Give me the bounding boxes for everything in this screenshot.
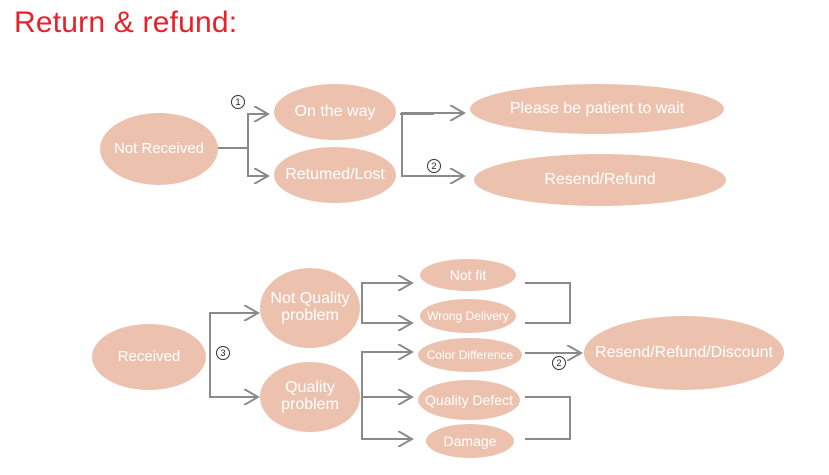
- node-not-quality-problem-label: Not Quality problem: [270, 290, 350, 324]
- connector-quality-color: [361, 352, 412, 397]
- connector-received-quality: [209, 356, 258, 397]
- node-not-fit-label: Not fit: [449, 266, 487, 283]
- step-marker-3: 3: [216, 346, 230, 360]
- node-not-fit: Not fit: [420, 259, 516, 291]
- node-returned-lost-label: Retumed/Lost: [285, 165, 385, 183]
- connector-bracket-right: [401, 114, 464, 176]
- node-resend-refund-label: Resend/Refund: [544, 170, 656, 188]
- node-resend-refund: Resend/Refund: [474, 154, 726, 206]
- connector-notfit-right: [525, 282, 571, 324]
- node-resend-refund-discount: Resend/Refund/Discount: [584, 316, 784, 390]
- connector-notreceived-returned: [247, 148, 268, 176]
- node-color-difference-label: Color Difference: [426, 347, 514, 362]
- connector-quality-damage: [361, 397, 412, 439]
- node-damage: Damage: [426, 424, 514, 458]
- step-marker-1: 1: [231, 95, 245, 109]
- node-received: Received: [92, 324, 206, 390]
- node-wrong-delivery-label: Wrong Delivery: [427, 308, 509, 323]
- node-wrong-delivery: Wrong Delivery: [420, 299, 516, 333]
- node-color-difference: Color Difference: [418, 338, 522, 372]
- step-marker-2-top: 2: [427, 159, 441, 173]
- node-quality-defect-label: Quality Defect: [425, 391, 513, 408]
- node-returned-lost: Retumed/Lost: [274, 147, 396, 203]
- node-received-label: Received: [117, 348, 181, 366]
- node-quality-problem-label: Quality problem: [281, 379, 339, 413]
- node-please-wait: Please be patient to wait: [470, 84, 724, 134]
- node-quality-defect: Quality Defect: [418, 380, 520, 420]
- connector-received-notquality: [209, 313, 258, 356]
- connector-notreceived-ontheway: [216, 114, 268, 149]
- page-title: Return & refund:: [14, 6, 238, 39]
- node-not-quality-problem: Not Quality problem: [260, 268, 360, 348]
- step-marker-2-bottom: 2: [552, 356, 566, 370]
- node-damage-label: Damage: [443, 432, 497, 449]
- connector-notquality-wrong: [361, 318, 412, 323]
- connector-lower-right: [525, 396, 571, 440]
- node-quality-problem: Quality problem: [260, 362, 360, 432]
- node-please-wait-label: Please be patient to wait: [509, 99, 685, 117]
- node-on-the-way-label: On the way: [294, 102, 376, 120]
- node-not-received-label: Not Received: [113, 140, 205, 158]
- node-resend-refund-discount-label: Resend/Refund/Discount: [595, 343, 773, 361]
- node-not-received: Not Received: [100, 113, 218, 185]
- connector-notquality-notfit: [361, 283, 412, 318]
- node-on-the-way: On the way: [274, 84, 396, 140]
